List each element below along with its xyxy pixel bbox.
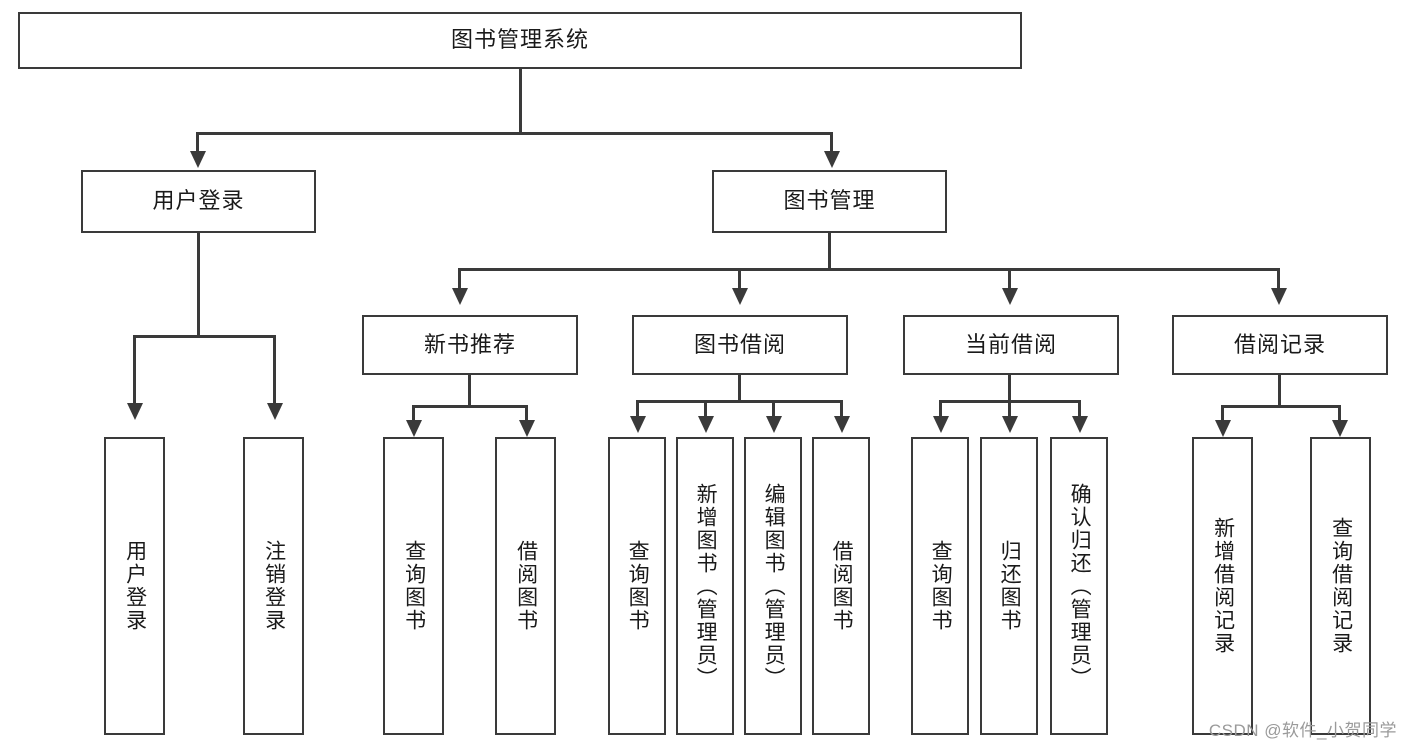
arrow-book-borrow-leaf-3 xyxy=(766,416,782,433)
node-label: 借阅记录 xyxy=(1233,331,1326,357)
connector-new-book-drop-1 xyxy=(412,405,415,422)
node-label: 编辑图书（管理员） xyxy=(762,482,786,690)
connector-level3-drop-1 xyxy=(458,268,461,290)
node-label: 当前借阅 xyxy=(964,331,1057,357)
node-label: 用户登录 xyxy=(152,188,245,214)
connector-borrow-record-bar xyxy=(1221,405,1341,408)
connector-current-borrow-drop-2 xyxy=(1008,400,1011,418)
arrow-to-user-login xyxy=(190,151,206,168)
node-label: 归还图书 xyxy=(998,540,1022,632)
leaf-add-book-admin[interactable]: 新增图书（管理员） xyxy=(676,437,734,735)
connector-current-borrow-drop-3 xyxy=(1078,400,1081,418)
node-current-borrow[interactable]: 当前借阅 xyxy=(903,315,1119,375)
connector-new-book-bar xyxy=(412,405,528,408)
node-label: 新增借阅记录 xyxy=(1211,517,1235,655)
node-new-book-recommend[interactable]: 新书推荐 xyxy=(362,315,578,375)
arrow-to-book-borrow xyxy=(732,288,748,305)
node-label: 新增图书（管理员） xyxy=(694,482,718,690)
node-label: 借阅图书 xyxy=(830,540,854,632)
arrow-borrow-record-leaf-2 xyxy=(1332,420,1348,437)
arrow-book-borrow-leaf-2 xyxy=(698,416,714,433)
arrow-to-borrow-record xyxy=(1271,288,1287,305)
node-label: 图书借阅 xyxy=(693,331,786,357)
arrow-current-borrow-leaf-3 xyxy=(1072,416,1088,433)
connector-user-login-bar xyxy=(133,335,276,338)
leaf-return-book[interactable]: 归还图书 xyxy=(980,437,1038,735)
arrow-to-current-borrow xyxy=(1002,288,1018,305)
connector-current-borrow-drop-1 xyxy=(939,400,942,418)
connector-current-borrow-stem xyxy=(1008,375,1011,402)
connector-borrow-record-drop-1 xyxy=(1221,405,1224,422)
node-user-login[interactable]: 用户登录 xyxy=(81,170,316,233)
connector-level3-drop-2 xyxy=(738,268,741,290)
connector-book-borrow-drop-2 xyxy=(704,400,707,418)
connector-book-borrow-drop-3 xyxy=(772,400,775,418)
connector-level2-bar xyxy=(196,132,833,135)
connector-book-management-stem xyxy=(828,233,831,270)
node-label: 图书管理系统 xyxy=(450,27,589,53)
arrow-current-borrow-leaf-1 xyxy=(933,416,949,433)
arrow-new-book-leaf-2 xyxy=(519,420,535,437)
connector-root-stem xyxy=(519,69,522,134)
node-label: 查询图书 xyxy=(626,540,650,632)
connector-borrow-record-drop-2 xyxy=(1338,405,1341,422)
node-label: 用户登录 xyxy=(123,540,147,632)
leaf-edit-book-admin[interactable]: 编辑图书（管理员） xyxy=(744,437,802,735)
arrow-current-borrow-leaf-2 xyxy=(1002,416,1018,433)
leaf-confirm-return-admin[interactable]: 确认归还（管理员） xyxy=(1050,437,1108,735)
leaf-query-book-borrow[interactable]: 查询图书 xyxy=(608,437,666,735)
connector-book-borrow-bar xyxy=(636,400,843,403)
connector-level3-bar xyxy=(458,268,1280,271)
connector-level3-drop-4 xyxy=(1277,268,1280,290)
node-label: 确认归还（管理员） xyxy=(1068,482,1092,690)
leaf-borrow-book[interactable]: 借阅图书 xyxy=(812,437,870,735)
leaf-logout[interactable]: 注销登录 xyxy=(243,437,304,735)
leaf-add-borrow-record[interactable]: 新增借阅记录 xyxy=(1192,437,1253,735)
node-label: 查询图书 xyxy=(929,540,953,632)
connector-new-book-stem xyxy=(468,375,471,407)
connector-user-login-drop-1 xyxy=(133,335,136,405)
connector-level3-drop-3 xyxy=(1008,268,1011,290)
leaf-user-login[interactable]: 用户登录 xyxy=(104,437,165,735)
connector-user-login-stem xyxy=(197,233,200,337)
connector-level2-drop-2 xyxy=(830,132,833,153)
leaf-query-borrow-record[interactable]: 查询借阅记录 xyxy=(1310,437,1371,735)
connector-user-login-drop-2 xyxy=(273,335,276,405)
connector-book-borrow-stem xyxy=(738,375,741,402)
connector-new-book-drop-2 xyxy=(525,405,528,422)
node-label: 借阅图书 xyxy=(514,540,538,632)
node-borrow-record[interactable]: 借阅记录 xyxy=(1172,315,1388,375)
arrow-borrow-record-leaf-1 xyxy=(1215,420,1231,437)
leaf-query-book-current[interactable]: 查询图书 xyxy=(911,437,969,735)
node-label: 图书管理 xyxy=(783,188,876,214)
node-label: 查询借阅记录 xyxy=(1329,517,1353,655)
node-label: 注销登录 xyxy=(262,540,286,632)
arrow-to-new-book-recommend xyxy=(452,288,468,305)
node-root-book-management-system[interactable]: 图书管理系统 xyxy=(18,12,1022,69)
node-book-management[interactable]: 图书管理 xyxy=(712,170,947,233)
arrow-to-book-management xyxy=(824,151,840,168)
connector-borrow-record-stem xyxy=(1278,375,1281,407)
arrow-new-book-leaf-1 xyxy=(406,420,422,437)
connector-level2-drop-1 xyxy=(196,132,199,153)
arrow-to-leaf-user-login xyxy=(127,403,143,420)
arrow-book-borrow-leaf-1 xyxy=(630,416,646,433)
connector-book-borrow-drop-1 xyxy=(636,400,639,418)
leaf-borrow-book-recommend[interactable]: 借阅图书 xyxy=(495,437,556,735)
connector-book-borrow-drop-4 xyxy=(840,400,843,418)
node-book-borrow[interactable]: 图书借阅 xyxy=(632,315,848,375)
node-label: 查询图书 xyxy=(402,540,426,632)
node-label: 新书推荐 xyxy=(423,331,516,357)
arrow-to-leaf-logout xyxy=(267,403,283,420)
leaf-query-book-recommend[interactable]: 查询图书 xyxy=(383,437,444,735)
arrow-book-borrow-leaf-4 xyxy=(834,416,850,433)
